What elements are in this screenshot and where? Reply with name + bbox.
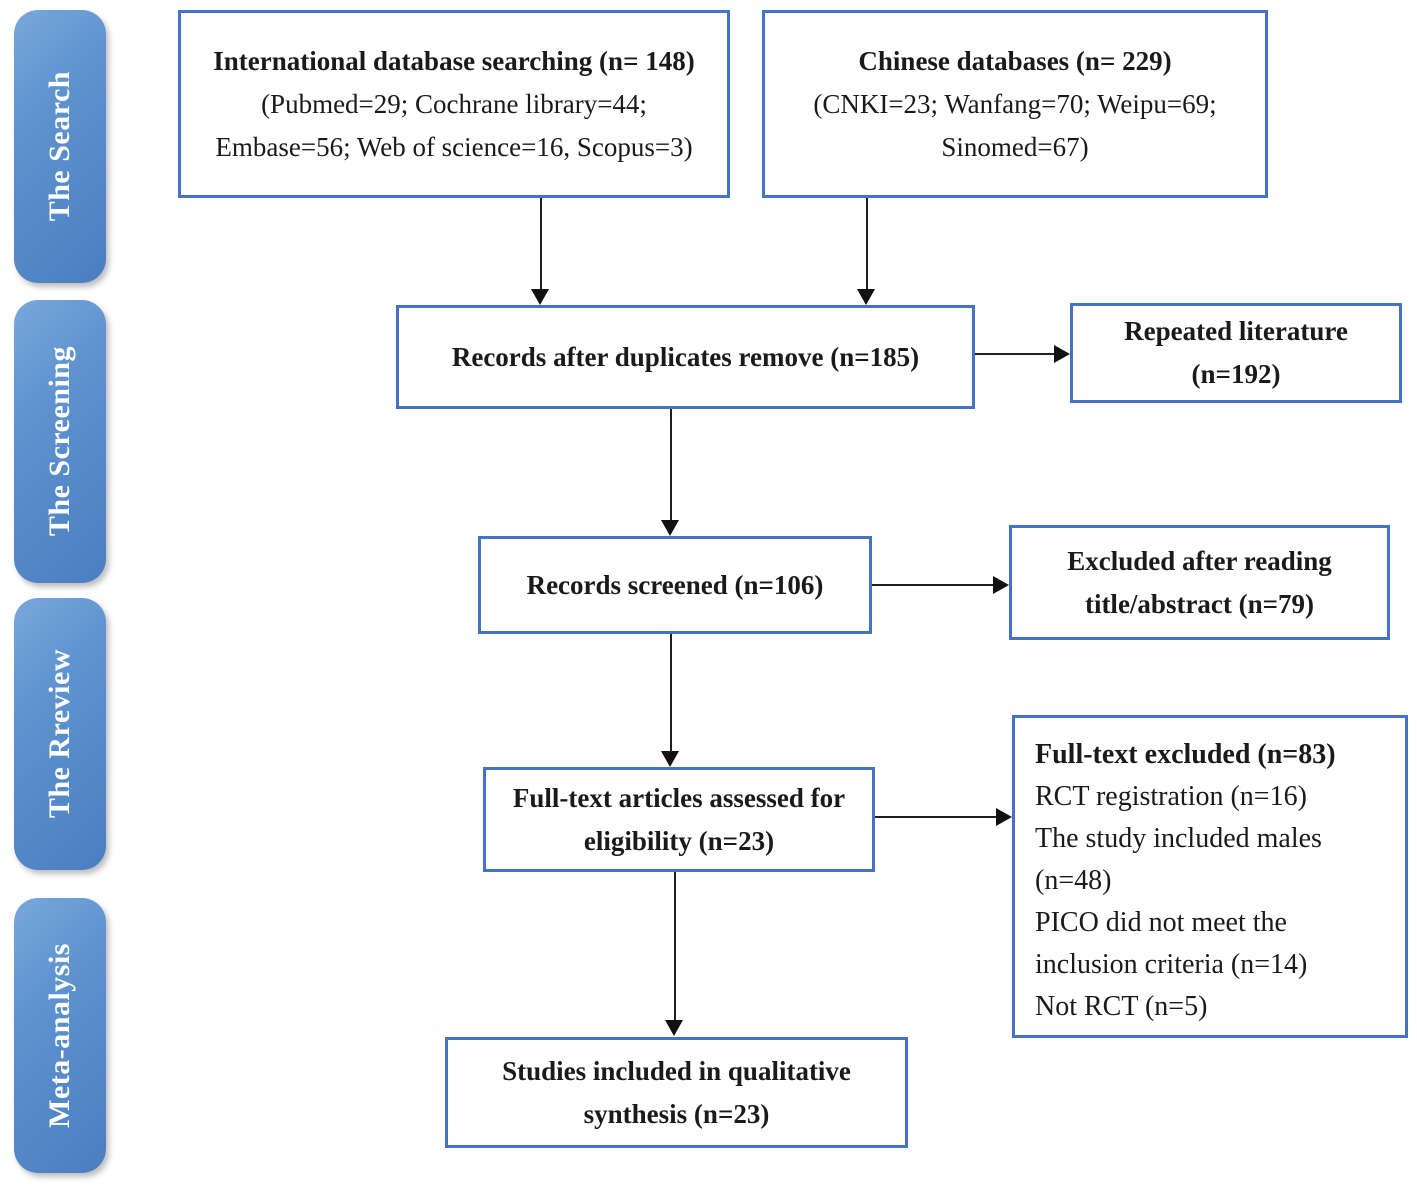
box-title: Chinese databases (n= 229) (858, 45, 1172, 76)
exclusion-reason: The study included males (n=48) (1035, 823, 1322, 896)
box-international-databases: International database searching (n= 148… (178, 10, 730, 198)
arrow-down-icon (665, 1020, 683, 1036)
exclusion-reason: PICO did not meet the inclusion criteria… (1035, 907, 1308, 980)
stage-the-screening: The Screening (14, 300, 106, 583)
box-chinese-databases: Chinese databases (n= 229) (CNKI=23; Wan… (762, 10, 1268, 198)
arrow-right-icon (996, 808, 1012, 826)
box-title: eligibility (n=23) (583, 825, 775, 856)
arrow-line-fulltext-to-included (674, 872, 676, 1021)
box-records-after-duplicates: Records after duplicates remove (n=185) (396, 305, 975, 409)
stage-the-search: The Search (14, 10, 106, 283)
box-title: Full-text articles assessed for (512, 782, 846, 813)
box-title: synthesis (n=23) (583, 1098, 770, 1129)
arrow-line-duplicates-to-screened (670, 409, 672, 521)
arrow-line-screened-to-excluded (872, 584, 994, 586)
box-title: Records after duplicates remove (n=185) (451, 341, 920, 372)
box-detail: (CNKI=23; Wanfang=70; Weipu=69; (813, 88, 1217, 119)
box-detail: Sinomed=67) (941, 131, 1089, 162)
box-title: Full-text excluded (n=83) (1035, 739, 1336, 770)
stage-label: Meta-analysis (43, 943, 76, 1128)
stage-label: The Rreview (43, 649, 76, 819)
box-excluded-title-abstract: Excluded after reading title/abstract (n… (1009, 525, 1390, 640)
box-detail: Embase=56; Web of science=16, Scopus=3) (215, 131, 693, 162)
box-title: Studies included in qualitative (502, 1055, 851, 1086)
arrow-right-icon (993, 576, 1009, 594)
arrow-down-icon (531, 289, 549, 305)
stage-label: The Screening (43, 346, 76, 537)
box-title: Repeated literature (1124, 316, 1348, 346)
arrow-line-chinese-to-duplicates (866, 198, 868, 290)
exclusion-reason: Not RCT (n=5) (1035, 991, 1208, 1022)
box-fulltext-excluded: Full-text excluded (n=83) RCT registrati… (1012, 715, 1408, 1038)
box-detail: (Pubmed=29; Cochrane library=44; (261, 88, 647, 119)
arrow-right-icon (1054, 345, 1070, 363)
stage-the-review: The Rreview (14, 598, 106, 870)
box-records-screened: Records screened (n=106) (478, 536, 872, 634)
box-qualitative-synthesis: Studies included in qualitative synthesi… (445, 1037, 908, 1148)
arrow-line-screened-to-fulltext (670, 634, 672, 752)
arrow-line-fulltext-to-excluded (875, 816, 996, 818)
arrow-down-icon (661, 520, 679, 536)
box-title: International database searching (n= 148… (213, 45, 695, 76)
arrow-line-duplicates-to-repeated (975, 353, 1055, 355)
arrow-line-international-to-duplicates (540, 198, 542, 290)
box-title: (n=192) (1191, 359, 1281, 389)
arrow-down-icon (857, 289, 875, 305)
stage-meta-analysis: Meta-analysis (14, 898, 106, 1173)
box-title: Excluded after reading (1067, 545, 1332, 576)
box-title: title/abstract (n=79) (1084, 588, 1315, 619)
exclusion-reason: RCT registration (n=16) (1035, 781, 1307, 812)
box-repeated-literature: Repeated literature (n=192) (1070, 303, 1402, 403)
stage-label: The Search (43, 71, 76, 222)
arrow-down-icon (661, 751, 679, 767)
box-title: Records screened (n=106) (526, 569, 824, 600)
box-fulltext-assessed: Full-text articles assessed for eligibil… (483, 767, 875, 872)
